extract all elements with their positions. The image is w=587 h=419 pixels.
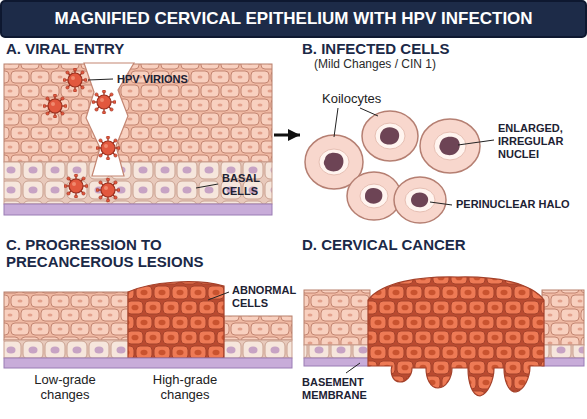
panel-heading: B. INFECTED CELLS — [302, 40, 576, 57]
callout-label: PERINUCLEAR HALO — [456, 198, 581, 211]
callout-label: ENLARGED, IRREGULAR NUCLEI — [498, 122, 576, 161]
surface-layer — [542, 290, 584, 345]
koilocyte-cluster — [305, 111, 480, 223]
surface-layer — [304, 290, 370, 345]
leader-line — [346, 363, 360, 373]
nucleus — [380, 127, 399, 144]
callout-label: Low-grade changes — [25, 372, 105, 402]
virions — [43, 68, 120, 202]
arrow-connector — [274, 134, 300, 137]
surface-layer — [4, 64, 272, 162]
leader-line — [88, 79, 113, 80]
callout-label: Koilocytes — [322, 91, 402, 106]
koilocyte-cell — [394, 177, 446, 223]
koilocyte-cell — [362, 111, 418, 161]
perinuclear-halo — [434, 132, 466, 160]
callout-label: HPV VIRIONS — [117, 73, 212, 86]
perinuclear-halo — [405, 188, 435, 212]
virion — [64, 174, 88, 198]
panel-subheading: (Mild Changes / CIN 1) — [302, 57, 582, 71]
perinuclear-halo — [375, 123, 405, 149]
title-bar — [1, 1, 586, 37]
virion — [63, 68, 87, 92]
basement-membrane-band — [4, 358, 292, 368]
virion — [96, 178, 120, 202]
perinuclear-halo — [360, 184, 388, 208]
basement-membrane-band — [542, 358, 584, 366]
nucleus — [324, 153, 344, 172]
basal-layer — [304, 345, 370, 358]
callout-label: High-grade changes — [145, 372, 225, 402]
leader-line — [196, 184, 218, 188]
panel-heading: C. PROGRESSION TO PRECANCEROUS LESIONS — [6, 236, 221, 270]
leader-line — [360, 108, 378, 116]
nucleus — [365, 188, 382, 204]
panel-heading: D. CERVICAL CANCER — [302, 236, 576, 253]
invasive-tumor — [368, 277, 544, 396]
nucleus — [411, 192, 428, 207]
cell-membrane — [362, 111, 418, 161]
cell-membrane — [347, 172, 401, 220]
callout-label: BASEMENT MEMBRANE — [302, 376, 382, 402]
cell-membrane — [420, 119, 480, 173]
cell-membrane — [394, 177, 446, 223]
leader-line — [430, 202, 452, 205]
nucleus — [439, 137, 459, 156]
surface-layer — [224, 316, 292, 340]
perinuclear-halo — [319, 149, 349, 175]
basal-layer — [542, 345, 584, 358]
surface-layer — [4, 292, 128, 340]
panel-node: D. CERVICAL CANCER — [300, 234, 584, 274]
leader-line — [208, 292, 229, 300]
koilocyte-cell — [347, 172, 401, 220]
virion — [43, 94, 67, 118]
callout-label: ABNORMAL CELLS — [232, 284, 298, 310]
panel-heading: A. VIRAL ENTRY — [6, 40, 266, 57]
callout-label: BASAL CELLS — [222, 172, 274, 198]
leader-line — [458, 140, 494, 145]
diagram-title: MAGNIFIED CERVICAL EPITHELIUM WITH HPV I… — [0, 0, 587, 37]
koilocyte-cell — [420, 119, 480, 173]
basement-membrane-band — [4, 204, 272, 215]
leader-line — [334, 108, 338, 137]
high-grade-lesion — [128, 282, 224, 358]
basement-membrane-band — [304, 358, 370, 366]
virion — [92, 90, 116, 114]
virion — [96, 136, 120, 160]
